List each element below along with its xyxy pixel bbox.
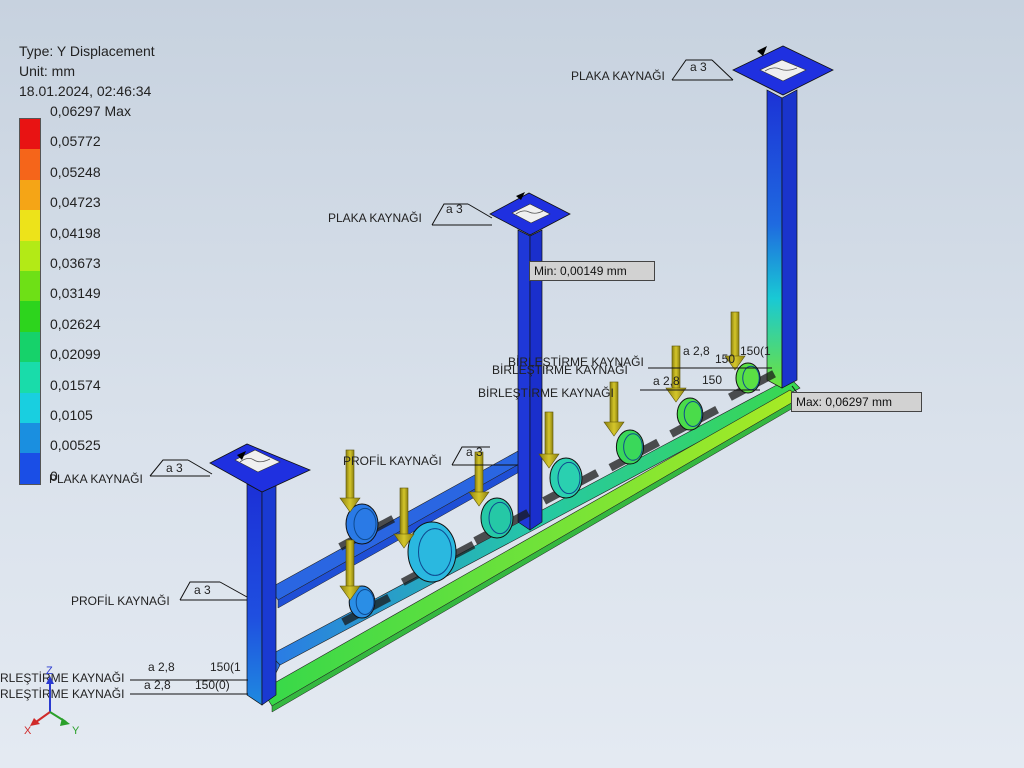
weld-label-birlestirme-3: BİRLEŞTİRME KAYNAĞI (478, 385, 614, 400)
pipe-clamp-1[interactable] (400, 521, 476, 586)
legend-color-2 (20, 179, 40, 211)
weld-a3-middle: a 3 (446, 202, 463, 216)
weld-label-plaka-middle: PLAKA KAYNAĞI (328, 210, 422, 225)
triad-z-label: Z (46, 665, 53, 677)
load-arrow-7 (724, 311, 746, 371)
weld-a3-right: a 3 (690, 60, 707, 74)
legend-color-1 (20, 149, 40, 180)
legend-value-12: 0 (50, 467, 58, 484)
result-unit-label: Unit: mm (19, 63, 75, 79)
weld-dim-right-3: 150 (702, 373, 722, 387)
legend-value-5: 0,03673 (50, 255, 101, 271)
legend-color-5 (20, 271, 40, 302)
weld-dim-right-1: 150(1 (740, 344, 771, 358)
triad-y-label: Y (72, 725, 80, 737)
legend-color-10 (20, 423, 40, 454)
legend-value-1: 0,05772 (50, 133, 101, 150)
color-legend-bar (19, 118, 41, 485)
legend-color-4 (20, 240, 40, 272)
legend-value-7: 0,02624 (50, 315, 101, 332)
max-probe-label[interactable]: Max: 0,06297 mm (791, 392, 922, 412)
weld-a28-left-1: a 2,8 (148, 660, 175, 674)
legend-color-3 (20, 210, 40, 241)
left-post[interactable] (209, 443, 312, 706)
legend-value-10: 0,0105 (50, 407, 93, 423)
legend-value-11: 0,00525 (50, 437, 101, 454)
weld-dim-left-2: 150(0) (195, 678, 230, 692)
weld-dim-left-1: 150(1 (210, 660, 241, 674)
weld-symbols: PLAKA KAYNAĞI a 3 PLAKA KAYNAĞI a 3 PLAK… (0, 59, 772, 701)
legend-color-6 (20, 301, 40, 332)
triad-x-label: X (24, 725, 32, 737)
right-post[interactable] (732, 45, 834, 389)
legend-value-0: 0,06297 Max (50, 103, 131, 119)
weld-label-plaka-right: PLAKA KAYNAĞI (571, 68, 665, 83)
weld-a3-left: a 3 (166, 461, 183, 475)
legend-color-9 (20, 392, 40, 424)
weld-label-plaka-left: PLAKA KAYNAĞI (49, 471, 143, 486)
weld-a3-profil-left: a 3 (194, 583, 211, 597)
load-arrow-5 (603, 381, 625, 437)
min-probe-label[interactable]: Min: 0,00149 mm (529, 261, 655, 281)
result-type-label: Type: Y Displacement (19, 43, 155, 59)
load-arrow-2 (393, 487, 415, 549)
legend-color-0 (20, 119, 40, 150)
load-arrow-1 (339, 539, 361, 601)
middle-post[interactable] (489, 192, 571, 531)
weld-a28-right-1: a 2,8 (683, 344, 710, 358)
result-timestamp: 18.01.2024, 02:46:34 (19, 83, 152, 99)
pipe-clamps[interactable] (338, 362, 776, 626)
legend-color-7 (20, 331, 40, 363)
load-arrow-3 (468, 451, 490, 507)
legend-color-11 (20, 453, 40, 484)
view-triad[interactable]: Z X Y (24, 665, 80, 737)
load-arrow-4 (538, 411, 560, 469)
pipe-clamp-4[interactable] (608, 429, 660, 472)
weld-a28-left-2: a 2,8 (144, 678, 171, 692)
weld-label-birlestirme-left-2: RLEŞTİRME KAYNAĞI (0, 686, 124, 701)
weld-label-birlestirme-left-1: RLEŞTİRME KAYNAĞI (0, 670, 124, 685)
legend-value-6: 0,03149 (50, 285, 101, 302)
pipe-clamp-7[interactable] (341, 585, 391, 626)
pipe-clamp-3[interactable] (542, 457, 600, 505)
legend-value-3: 0,04723 (50, 194, 101, 211)
legend-value-2: 0,05248 (50, 163, 101, 180)
weld-label-profil-left: PROFİL KAYNAĞI (71, 593, 170, 608)
weld-label-birlestirme-2: BİRLEŞTİRME KAYNAĞI (492, 362, 628, 377)
legend-value-8: 0,02099 (50, 346, 101, 363)
pipe-clamp-2[interactable] (473, 497, 531, 545)
legend-color-8 (20, 362, 40, 393)
weld-label-birlestirme-1: BİRLEŞTİRME KAYNAĞI (508, 354, 644, 369)
pipe-clamp-5[interactable] (669, 397, 719, 438)
load-arrow-0 (339, 449, 361, 513)
weld-dim-right-2: 150 (715, 352, 735, 366)
weld-a3-profil-middle: a 3 (466, 445, 483, 459)
legend-value-4: 0,04198 (50, 224, 101, 241)
weld-a28-right-2: a 2,8 (653, 374, 680, 388)
pipe-clamp-6[interactable] (728, 362, 776, 401)
weld-label-profil-middle: PROFİL KAYNAĞI (343, 453, 442, 468)
legend-value-9: 0,01574 (50, 376, 101, 393)
